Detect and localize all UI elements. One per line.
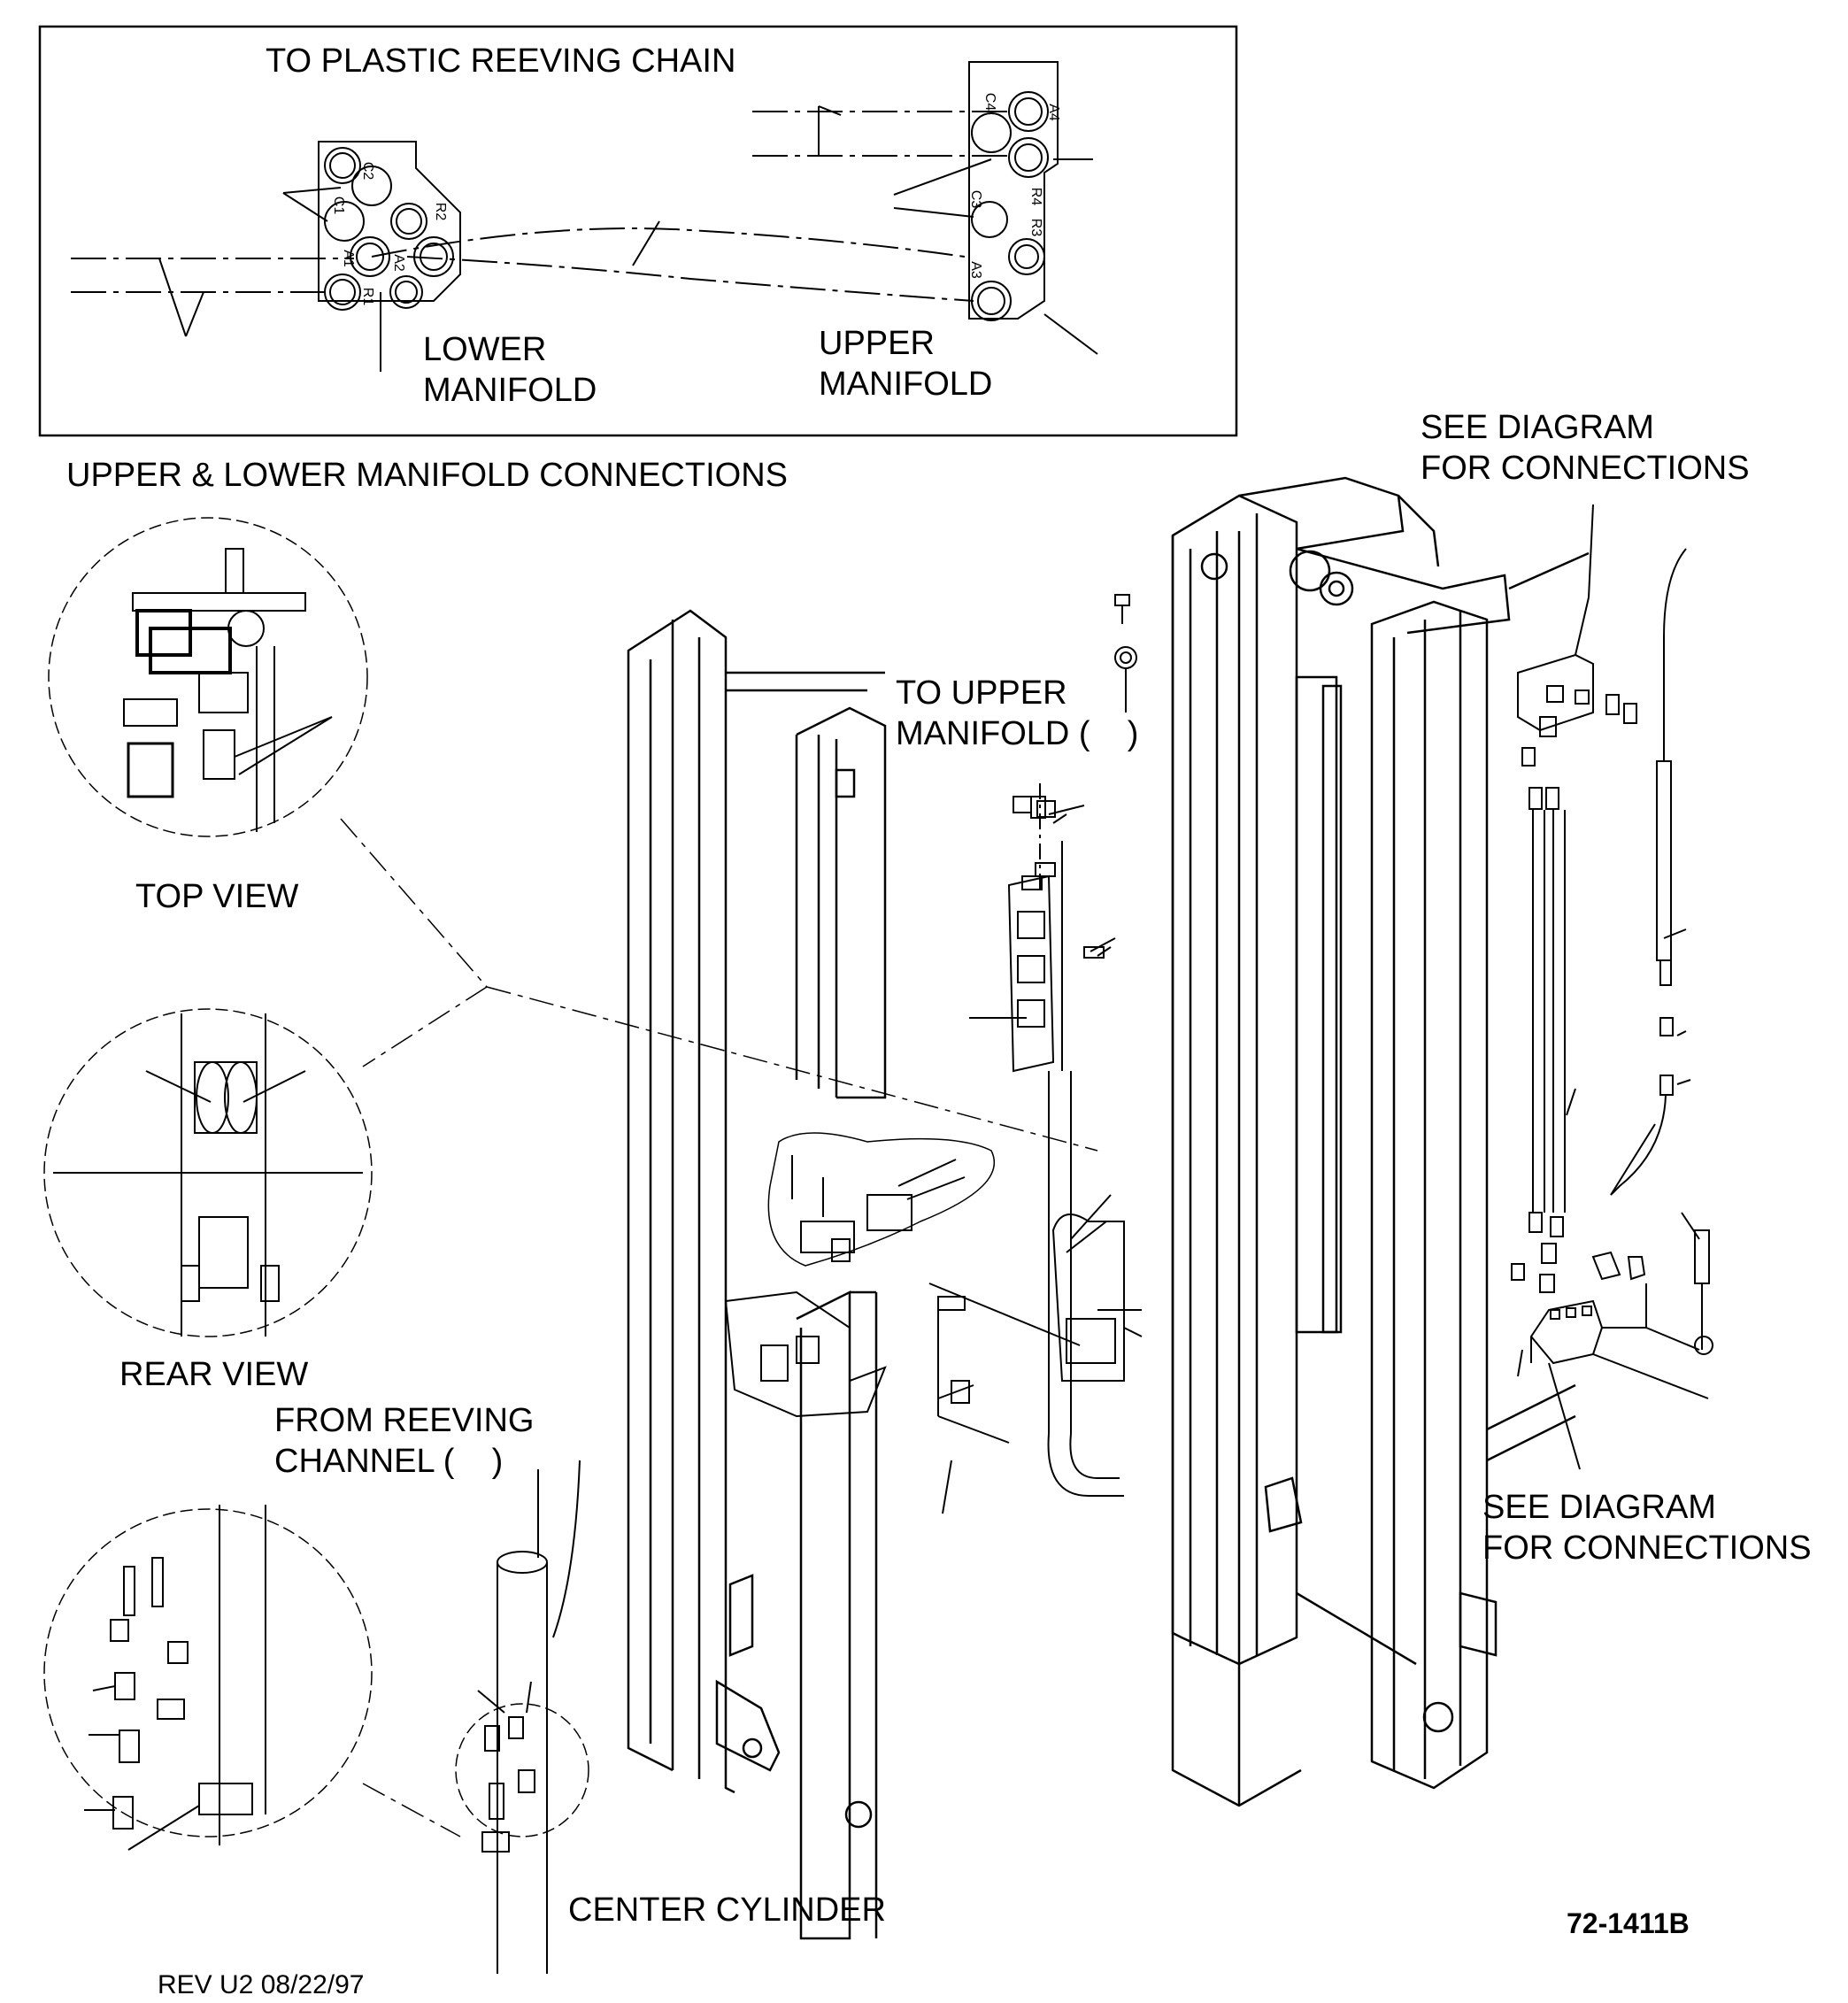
- port-label: R4: [1028, 187, 1044, 206]
- rear-view-detail: [44, 1009, 372, 1337]
- lower-manifold-block: [319, 142, 460, 310]
- inset-leader-lines: [159, 106, 1097, 372]
- port-label: R2: [433, 202, 449, 221]
- fitting-detail: [44, 1505, 372, 1850]
- revision-stamp: REV U2 08/22/97: [158, 1970, 365, 1999]
- right-mast-channel: [1173, 478, 1589, 1806]
- label-from-reeving-channel: FROM REEVING CHANNEL ( ): [274, 1402, 535, 1480]
- text-leader-lines: [1009, 783, 1084, 1018]
- right-hose-assembly: [1512, 505, 1713, 1469]
- port-label: C2: [360, 161, 376, 181]
- label-see-diagram-bottom: SEE DIAGRAM FOR CONNECTIONS: [1482, 1489, 1812, 1567]
- port-label: A2: [390, 254, 406, 272]
- port-label: C4: [982, 92, 998, 112]
- lower-manifold-bracket-assembly: [726, 1133, 1080, 1514]
- label-to-plastic-reeving-chain: TO PLASTIC REEVING CHAIN: [266, 42, 736, 80]
- label-center-cylinder: CENTER CYLINDER: [568, 1891, 886, 1929]
- label-upper-manifold: UPPER MANIFOLD: [819, 325, 993, 403]
- center-cylinder: [456, 1460, 589, 1974]
- label-rear-view: REAR VIEW: [119, 1356, 309, 1393]
- inset-hose-lines: [71, 112, 1009, 301]
- label-to-upper-manifold: TO UPPER MANIFOLD ( ): [896, 674, 1139, 752]
- port-label: R3: [1028, 218, 1044, 237]
- hose-guide-and-loop: [969, 797, 1142, 1496]
- manifold-connections-inset: [40, 27, 1236, 435]
- label-lower-manifold: LOWER MANIFOLD: [423, 331, 597, 409]
- label-top-view: TOP VIEW: [135, 878, 299, 915]
- port-label: C1: [331, 196, 347, 215]
- drawing-number: 72-1411B: [1567, 1907, 1690, 1939]
- port-label: R1: [360, 287, 376, 306]
- port-label: A1: [340, 250, 356, 267]
- left-mast-channel: [628, 611, 885, 1938]
- upper-manifold-block: [969, 62, 1058, 320]
- top-view-detail: [49, 518, 367, 836]
- fasteners: [1031, 595, 1142, 1310]
- label-see-diagram-top: SEE DIAGRAM FOR CONNECTIONS: [1421, 409, 1750, 487]
- port-label: A4: [1045, 104, 1061, 121]
- detail-callout-lines: [341, 819, 1097, 1837]
- label-upper-lower-manifold-connections: UPPER & LOWER MANIFOLD CONNECTIONS: [66, 457, 788, 494]
- port-label: C3: [968, 189, 984, 209]
- port-label: A3: [967, 261, 983, 279]
